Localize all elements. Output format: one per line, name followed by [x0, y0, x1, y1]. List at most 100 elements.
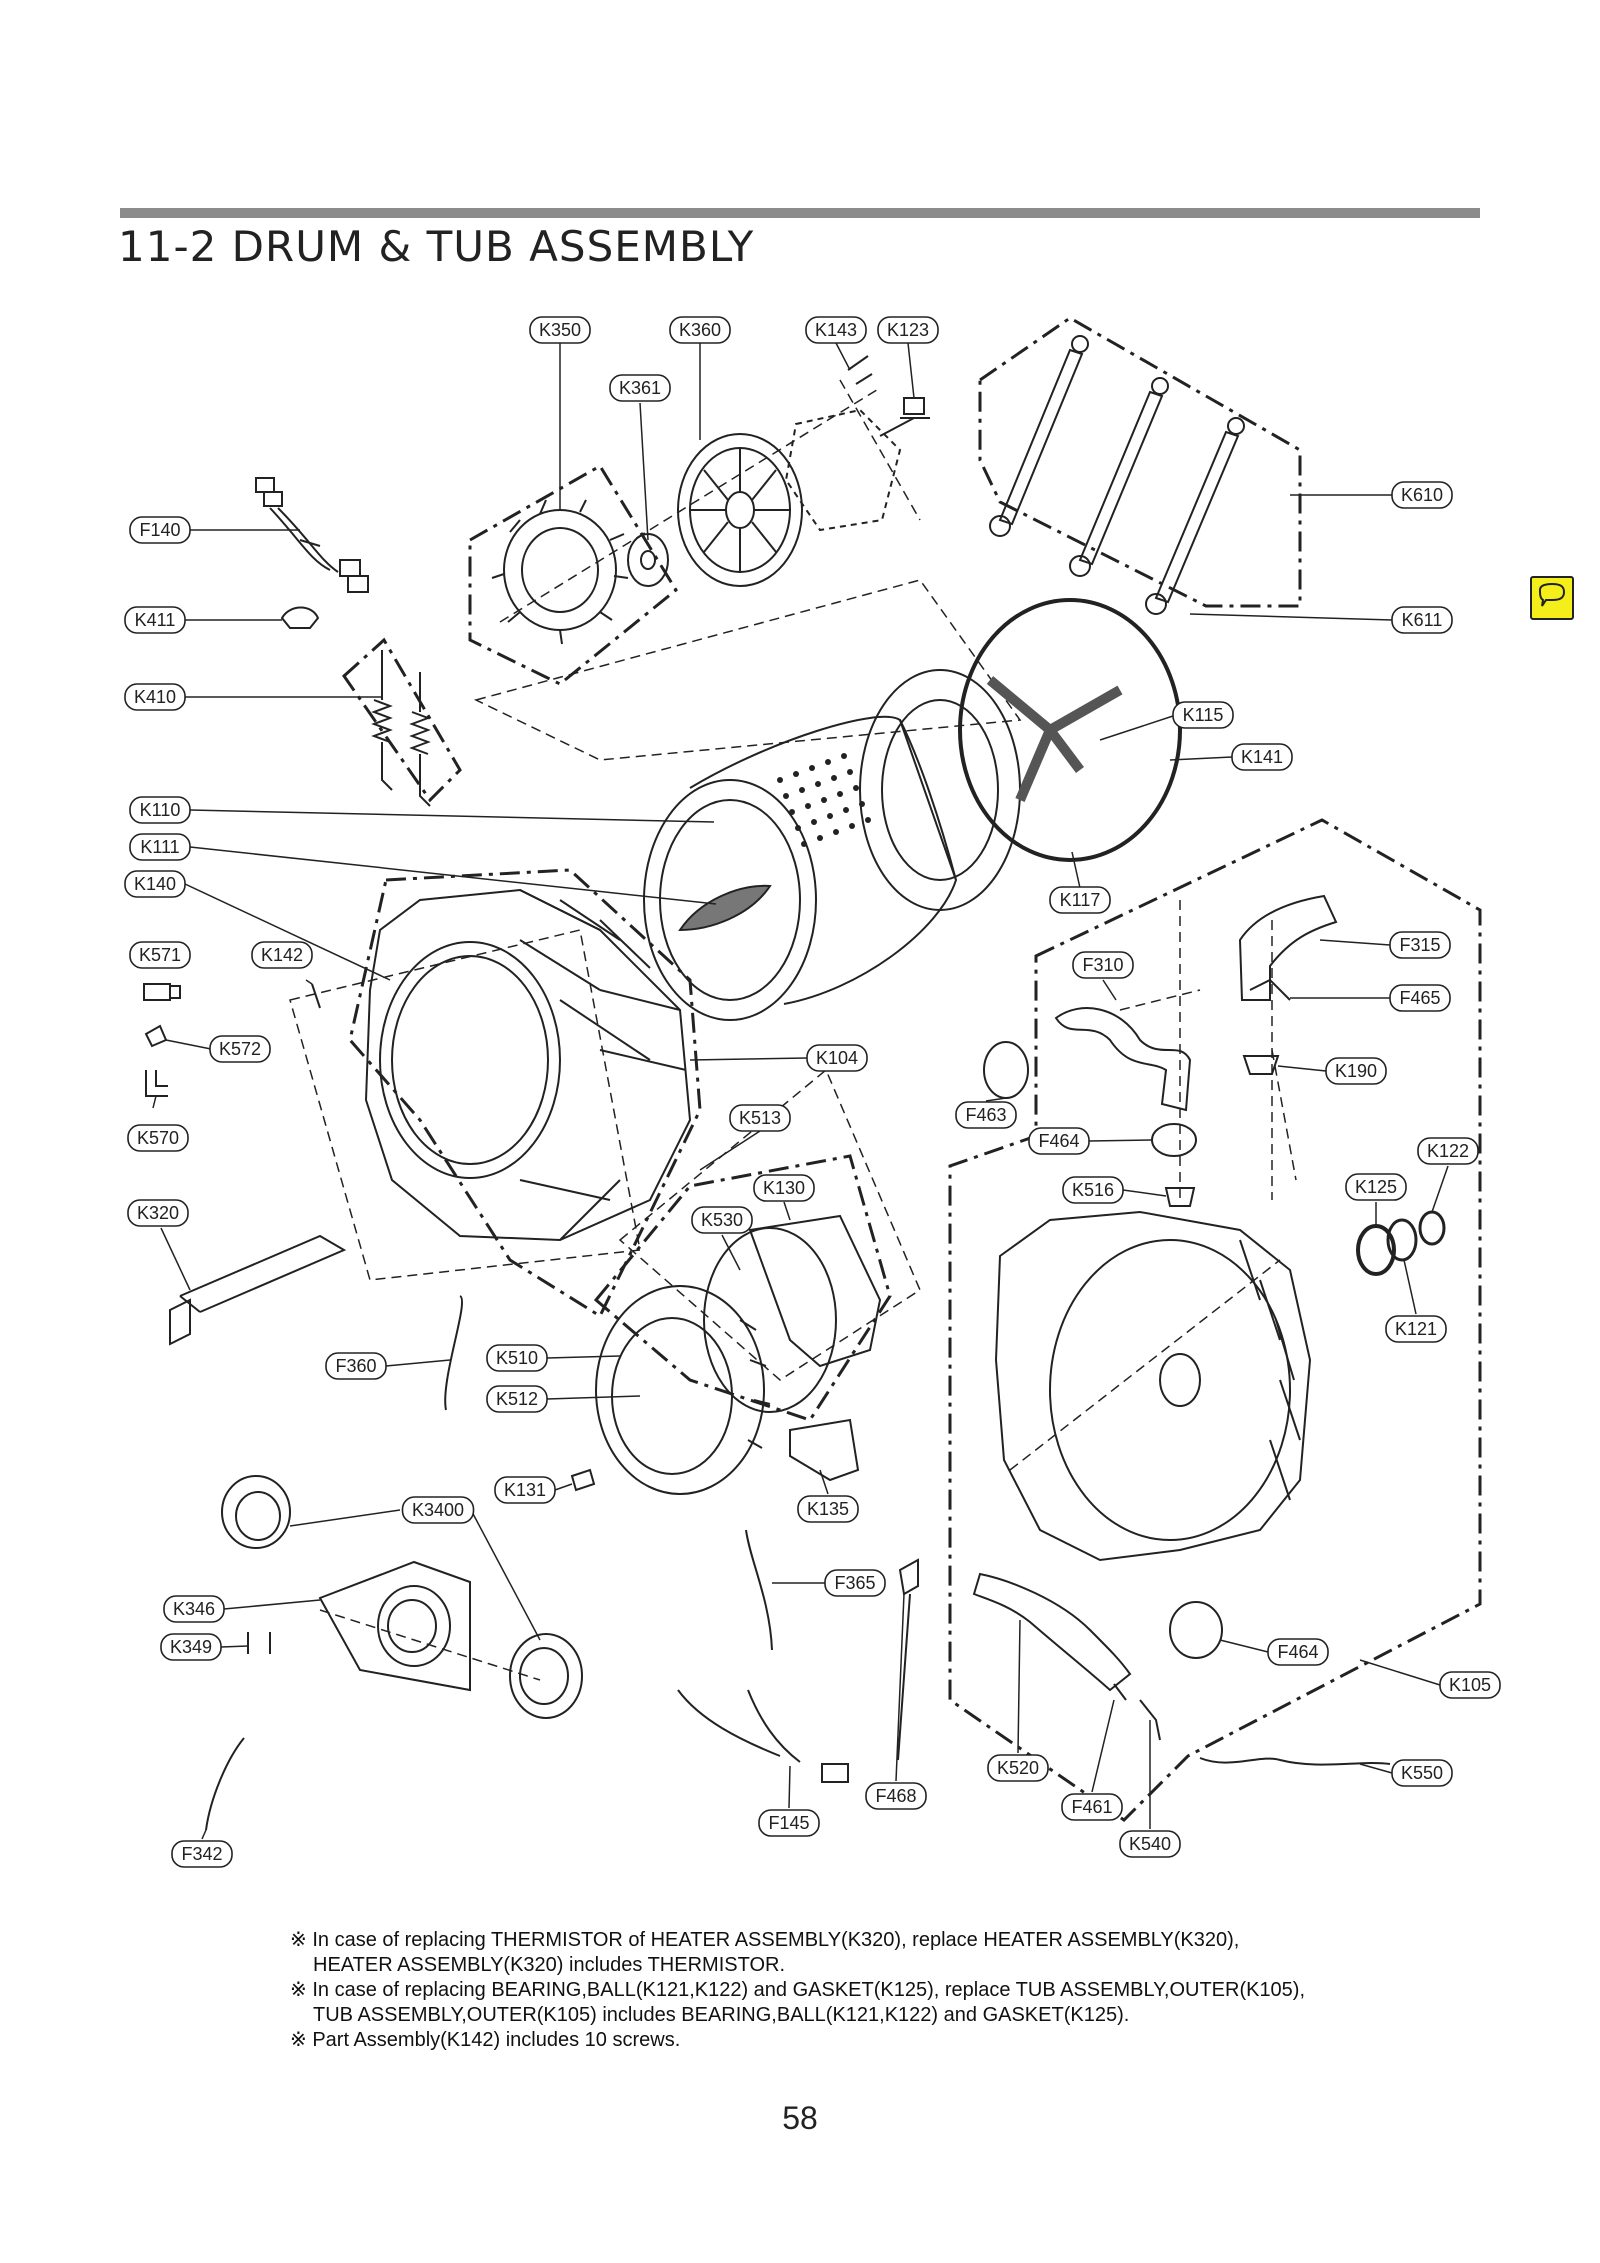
speech-bubble-glyph [1539, 582, 1566, 607]
note-text: Part Assembly(K142) includes 10 screws. [312, 2029, 681, 2051]
part-callout-k510: K510 [486, 1344, 548, 1372]
part-label: K610 [1401, 485, 1443, 505]
part-label: K571 [139, 945, 181, 965]
wire-k550 [1199, 1757, 1391, 1766]
screws-k349 [247, 1632, 271, 1654]
part-callout-k3400: K3400 [401, 1496, 475, 1524]
callout-frame [486, 1344, 548, 1372]
hose-f315 [1238, 894, 1338, 1001]
part-label: K125 [1355, 1177, 1397, 1197]
part-callout-k540: K540 [1119, 1830, 1181, 1858]
callout-frame [1231, 743, 1293, 771]
callout-frame [1439, 1671, 1501, 1699]
note-2: ※ In case of replacing BEARING,BALL(K121… [290, 1978, 1440, 2028]
lifter-k111 [678, 884, 772, 932]
part-label: K360 [679, 320, 721, 340]
part-label: K140 [134, 874, 176, 894]
part-callout-k410: K410 [124, 683, 186, 711]
part-callout-f464: F464 [1267, 1638, 1329, 1666]
part-callout-f315: F315 [1389, 931, 1451, 959]
stator-outline [784, 408, 902, 532]
part-label: F464 [1038, 1131, 1079, 1151]
callout-frame [1325, 1057, 1387, 1085]
part-label: K520 [997, 1758, 1039, 1778]
callout-frame [955, 1101, 1017, 1129]
part-callout-k121: K121 [1385, 1315, 1447, 1343]
callout-frame [1119, 1830, 1181, 1858]
callout-frame [1391, 1759, 1453, 1787]
part-label: F468 [875, 1786, 916, 1806]
part-label: F360 [335, 1356, 376, 1376]
callout-frame [1172, 701, 1234, 729]
callout-frame [758, 1809, 820, 1837]
part-callout-k520: K520 [987, 1754, 1049, 1782]
note-text: HEATER ASSEMBLY(K320) includes THERMISTO… [313, 1954, 786, 1976]
part-label: K540 [1129, 1834, 1171, 1854]
part-label: K110 [140, 800, 181, 820]
part-label: K350 [539, 320, 581, 340]
part-label: K510 [496, 1348, 538, 1368]
part-callout-f365: F365 [824, 1569, 886, 1597]
part-callout-f461: F461 [1061, 1793, 1123, 1821]
callout-frame [865, 1782, 927, 1810]
callout-frame [987, 1754, 1049, 1782]
part-callout-k130: K130 [753, 1174, 815, 1202]
part-callout-k131: K131 [494, 1476, 556, 1504]
part-callout-k140: K140 [124, 870, 186, 898]
part-label: K513 [739, 1108, 781, 1128]
part-label: F342 [181, 1844, 222, 1864]
part-callout-k125: K125 [1345, 1173, 1407, 1201]
callout-frame [1062, 1176, 1124, 1204]
note-text: In case of replacing THERMISTOR of HEATE… [312, 1929, 1240, 1951]
part-label: K105 [1449, 1675, 1491, 1695]
part-callout-k513: K513 [729, 1104, 791, 1132]
callout-frame [824, 1569, 886, 1597]
callout-frame [1267, 1638, 1329, 1666]
callout-frame [129, 833, 191, 861]
callout-frame [1417, 1137, 1479, 1165]
gasket-k530 [703, 1227, 837, 1413]
page-number: 58 [782, 2100, 818, 2136]
callout-frame [1389, 984, 1451, 1012]
part-callout-k570: K570 [127, 1124, 189, 1152]
part-label: K121 [1395, 1319, 1437, 1339]
part-callout-k611: K611 [1391, 606, 1453, 634]
callout-frame [163, 1595, 225, 1623]
bearings [1356, 1210, 1446, 1276]
title-rule [120, 208, 1480, 218]
part-label: F310 [1082, 955, 1123, 975]
page-title: 11-2 DRUM & TUB ASSEMBLY [118, 222, 755, 271]
callout-frame [805, 316, 867, 344]
callout-frame [691, 1206, 753, 1234]
callout-frame [753, 1174, 815, 1202]
part-callout-k141: K141 [1231, 743, 1293, 771]
callout-frame [127, 1124, 189, 1152]
part-callout-k122: K122 [1417, 1137, 1479, 1165]
part-label: K131 [504, 1480, 546, 1500]
note-3: ※ Part Assembly(K142) includes 10 screws… [290, 2028, 1440, 2053]
clamp-f464-upper [1151, 1123, 1197, 1157]
part-label: K143 [815, 320, 857, 340]
part-label: K411 [135, 610, 176, 630]
callout-frame [877, 316, 939, 344]
part-callout-k135: K135 [797, 1495, 859, 1523]
part-callout-k349: K349 [160, 1633, 222, 1661]
bolt-k131 [570, 1468, 596, 1492]
note-text: TUB ASSEMBLY,OUTER(K105) includes BEARIN… [313, 2004, 1130, 2026]
part-label: F140 [139, 520, 180, 540]
speech-bubble-icon[interactable] [1530, 576, 1574, 620]
callout-frame [806, 1044, 868, 1072]
part-callout-k512: K512 [486, 1385, 548, 1413]
part-label: F461 [1071, 1797, 1112, 1817]
callout-frame [1072, 951, 1134, 979]
part-callout-f310: F310 [1072, 951, 1134, 979]
rotor-k360 [677, 433, 803, 587]
callout-frame [160, 1633, 222, 1661]
part-callout-k411: K411 [124, 606, 186, 634]
sensor-f468 [897, 1558, 919, 1761]
part-label: K135 [807, 1499, 849, 1519]
heater-k320 [169, 1234, 347, 1346]
callout-frame [129, 941, 191, 969]
part-label: F365 [834, 1573, 875, 1593]
